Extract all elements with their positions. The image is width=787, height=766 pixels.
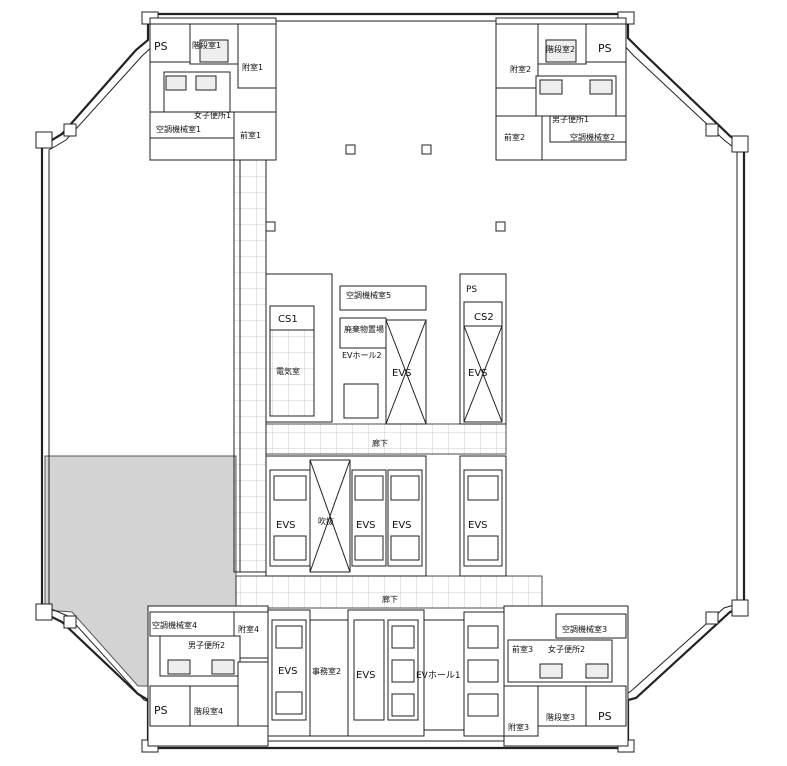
evs-1-label: EVS — [392, 368, 412, 379]
cs1-label: CS1 — [278, 314, 298, 325]
evs-6-label: EVS — [468, 520, 488, 531]
lower-corridor — [235, 575, 543, 609]
evs-3-label: EVS — [276, 520, 296, 531]
mens-wc-1-label: 男子便所1 — [552, 114, 589, 124]
central-upper-core — [265, 273, 507, 425]
stair-1-label: 階段室1 — [192, 40, 221, 50]
anteroom-3-label: 附室3 — [508, 722, 529, 732]
ahu-5-label: 空調機械室5 — [346, 290, 391, 300]
evs-8-label: EVS — [356, 670, 376, 681]
waste-storage-label: 廃棄物置場 — [344, 324, 384, 334]
void-label: 吹抜 — [318, 516, 334, 526]
west-shaft — [233, 159, 267, 573]
ne-core — [495, 17, 627, 161]
antechamber-3-label: 前室3 — [512, 644, 533, 654]
ps-se-label: PS — [598, 710, 612, 723]
anteroom-4-label: 附室4 — [238, 624, 259, 634]
facade-columns — [35, 11, 749, 753]
ahu-4-label: 空調機械室4 — [152, 620, 197, 630]
evs-7-label: EVS — [278, 666, 298, 677]
office-2-label: 事務室2 — [312, 666, 341, 676]
evs-5-label: EVS — [392, 520, 412, 531]
evs-2-label: EVS — [468, 368, 488, 379]
ahu-1-label: 空調機械室1 — [156, 124, 201, 134]
anteroom-1-label: 附室1 — [242, 62, 263, 72]
corridor-lower-label: 廊下 — [382, 594, 398, 604]
womens-wc-2-label: 女子便所2 — [548, 644, 585, 654]
ahu-3-label: 空調機械室3 — [562, 624, 607, 634]
anteroom-2-label: 附室2 — [510, 64, 531, 74]
corridor-upper-label: 廊下 — [372, 438, 388, 448]
womens-wc-1-label: 女子便所1 — [194, 110, 231, 120]
se-core — [503, 605, 629, 747]
ahu-2-label: 空調機械室2 — [570, 132, 615, 142]
central-lower-core — [265, 609, 505, 737]
antechamber-1-label: 前室1 — [240, 130, 261, 140]
ps-center-label: PS — [466, 285, 477, 295]
ps-ne-label: PS — [598, 42, 612, 55]
stair-2-label: 階段室2 — [546, 44, 575, 54]
central-middle-core — [265, 455, 507, 577]
evs-4-label: EVS — [356, 520, 376, 531]
ev-hall-2-label: EVホール2 — [342, 351, 382, 360]
sw-core — [147, 605, 269, 747]
interior-columns — [265, 144, 506, 232]
cs2-label: CS2 — [474, 312, 494, 323]
core-corridor — [265, 423, 507, 455]
stair-3-label: 階段室3 — [546, 712, 575, 722]
ps-nw-label: PS — [154, 40, 168, 53]
antechamber-2-label: 前室2 — [504, 132, 525, 142]
nw-core — [149, 17, 277, 161]
electrical-room-label: 電気室 — [276, 366, 300, 376]
stair-4-label: 階段室4 — [194, 706, 223, 716]
ps-sw-label: PS — [154, 704, 168, 717]
ev-hall-1-label: EVホール1 — [416, 670, 461, 681]
mens-wc-2-label: 男子便所2 — [188, 640, 225, 650]
